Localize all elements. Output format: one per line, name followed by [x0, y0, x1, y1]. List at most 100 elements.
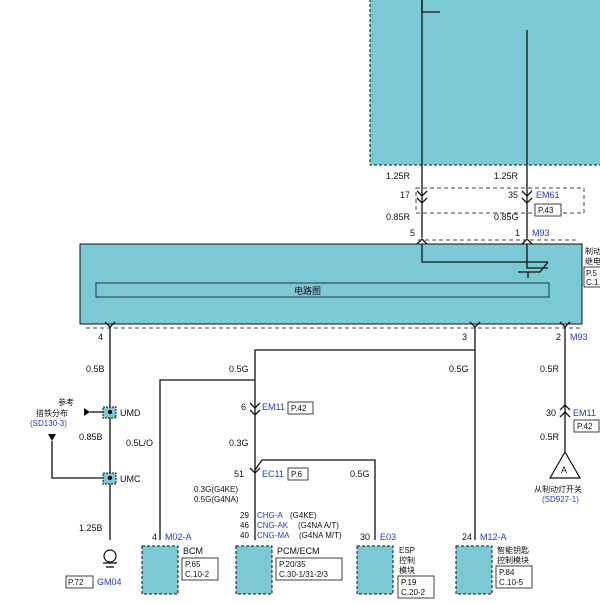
ground-icon [103, 549, 117, 563]
esp-conn: E03 [380, 532, 396, 542]
em11-wire-top: 0.5G [229, 364, 249, 374]
m93-top-id: M93 [532, 228, 550, 238]
smartkey-page: P.84 [499, 568, 515, 577]
smartkey-name-1: 智能钥匙 [497, 545, 529, 555]
pcm-note-g4ke: (G4KE) [290, 511, 317, 520]
umc-branch-wire [51, 441, 103, 479]
esp-module [356, 545, 394, 595]
smartkey-module [455, 545, 493, 595]
main-module-inner-box [95, 282, 550, 298]
wire-label-0.85g: 0.85G [494, 212, 519, 222]
umc-arrow [48, 434, 56, 441]
bcm-module [141, 545, 179, 595]
m93-top-right-chevron [521, 238, 533, 245]
pcm-sig-cng-ak: CNG-AK [257, 521, 289, 530]
ground-page: P.72 [68, 578, 84, 587]
m93-bottom-pin-4: 4 [98, 332, 103, 342]
em11-chevron [249, 402, 261, 416]
esp-ref-box [397, 575, 435, 599]
connector-em61-right-chevron [521, 190, 533, 204]
m93-bottom-id: M93 [570, 332, 588, 342]
module-right-ref-2: C.1 [586, 278, 599, 287]
main-module-inner-label: 电路图 [294, 285, 321, 296]
pcm-pin-46: 46 [240, 521, 249, 530]
ec11-pin: 51 [234, 469, 244, 479]
ec11-page: P.6 [291, 470, 303, 479]
ec11-chevron [249, 467, 261, 474]
ground-note-1: 参考 [58, 397, 74, 407]
connector-em61-left-chevron [416, 190, 428, 204]
m93-bottom-pin-2: 2 [556, 332, 561, 342]
pcm-sig-cng-ma: CNG-MA [257, 531, 290, 540]
brake-ref: (SD927-1) [542, 495, 579, 504]
smartkey-conn: M12-A [480, 532, 507, 542]
wire-label-1.25r-right: 1.25R [494, 171, 519, 181]
smartkey-ref-box [495, 565, 533, 589]
module-right-label-2: 继电 [585, 256, 600, 266]
bcm-page: P.65 [185, 560, 201, 569]
connector-em61-outline [415, 187, 585, 214]
em61-id: EM61 [536, 190, 560, 200]
smartkey-pin: 24 [462, 532, 472, 542]
brake-em11-page-box [573, 419, 600, 433]
pcm-ref: C.30-1/31-2/3 [279, 570, 328, 579]
brake-label: 从制动灯开关 [534, 484, 582, 494]
brake-connector-triangle-icon [548, 450, 582, 479]
m93-top-left-chevron [416, 238, 428, 245]
m93-bottom-pin-3: 3 [462, 332, 467, 342]
pcm-pin-29: 29 [240, 511, 249, 520]
ec11-id: EC11 [262, 469, 284, 479]
bcm-wire-label: 0.5L/O [126, 438, 153, 448]
m93-top-pin-5: 5 [410, 228, 415, 238]
relay-wire-1 [421, 244, 548, 263]
em11-id: EM11 [262, 402, 285, 412]
brake-em11-id: EM11 [573, 408, 596, 418]
ground-wire-1.25b: 1.25B [79, 523, 103, 533]
relay-contact [518, 261, 549, 273]
wire-label-0.85r: 0.85R [386, 212, 411, 222]
brake-pin-30: 30 [546, 408, 556, 418]
m93-top-pin-1: 1 [515, 228, 520, 238]
brake-wire-2: 0.5R [540, 432, 560, 442]
top-module [369, 0, 600, 166]
em61-page-box [534, 203, 562, 217]
esp-pin: 30 [360, 532, 370, 542]
esp-page: P.19 [401, 578, 417, 587]
module-right-ref-1: P.5 [586, 269, 598, 278]
esp-name-1: ESP [399, 546, 415, 555]
relay-wire-2 [526, 244, 548, 269]
ec11-wire-1: 0.3G(G4KE) [194, 485, 238, 494]
esp-wire [254, 459, 376, 540]
ground-id: GM04 [97, 577, 122, 587]
bcm-name: BCM [183, 546, 203, 556]
pcm-pin-40: 40 [240, 531, 249, 540]
pcm-page: P.20/35 [279, 560, 306, 569]
em11-wire-bottom: 0.3G [229, 438, 249, 448]
ground-wire-0.85b: 0.85B [79, 432, 103, 442]
bcm-ref-box [181, 557, 219, 581]
em11-page: P.42 [291, 404, 307, 413]
ec11-wire-2: 0.5G(G4NA) [194, 495, 239, 504]
pcm-wire [254, 349, 475, 540]
pcm-module [235, 545, 273, 595]
em61-pin-left: 17 [400, 190, 410, 200]
brake-em11-chevron [559, 404, 571, 418]
smartkey-ref: C.10-5 [499, 578, 524, 587]
pcm-ref-box [275, 557, 343, 581]
bcm-wire [159, 379, 255, 540]
esp-name-3: 模块 [399, 565, 415, 575]
smartkey-wire-label: 0.5G [449, 364, 469, 374]
esp-wire-label: 0.5G [350, 469, 370, 479]
em61-page: P.43 [538, 206, 554, 215]
em11-pin: 6 [241, 402, 246, 412]
ground-note-ref: (SD130-3) [30, 419, 67, 428]
bcm-ref: C.10-2 [185, 570, 210, 579]
em61-pin-right: 35 [508, 190, 518, 200]
wire-label-1.25r-left: 1.25R [386, 171, 411, 181]
ground-note-2: 搭铁分布 [36, 408, 68, 418]
smartkey-name-2: 控制模块 [497, 555, 529, 565]
bcm-pin: 4 [152, 532, 157, 542]
brake-em11-page: P.42 [577, 422, 593, 431]
module-right-ref-box [583, 266, 600, 288]
